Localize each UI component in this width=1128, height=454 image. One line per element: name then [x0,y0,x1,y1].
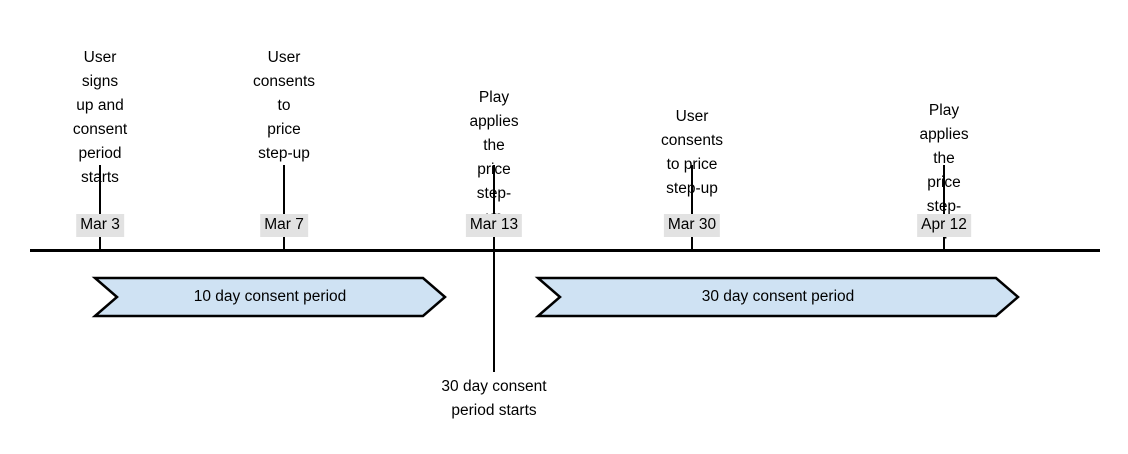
chevron-arrow-icon [91,276,447,318]
event-label-mar-7: User consents to price step-up [252,49,316,162]
event-date-mar-13: Mar 13 [465,214,523,237]
consent-band-30-day: 30 day consent period [534,276,1020,318]
event-tick-mar-30 [691,165,693,250]
event-date-mar-3: Mar 3 [76,214,124,237]
timeline-axis [30,249,1100,252]
callout-label-30-day-start: 30 day consent period starts [441,378,547,419]
event-date-mar-30: Mar 30 [663,214,721,237]
event-tick-apr-12 [943,165,945,250]
event-date-mar-7: Mar 7 [260,214,308,237]
event-tick-mar-3 [99,165,101,250]
chevron-arrow-icon [534,276,1020,318]
callout-dropline [493,250,495,372]
consent-band-10-day: 10 day consent period [91,276,447,318]
event-tick-mar-13 [493,165,495,250]
event-date-apr-12: Apr 12 [917,214,971,237]
event-tick-mar-7 [283,165,285,250]
